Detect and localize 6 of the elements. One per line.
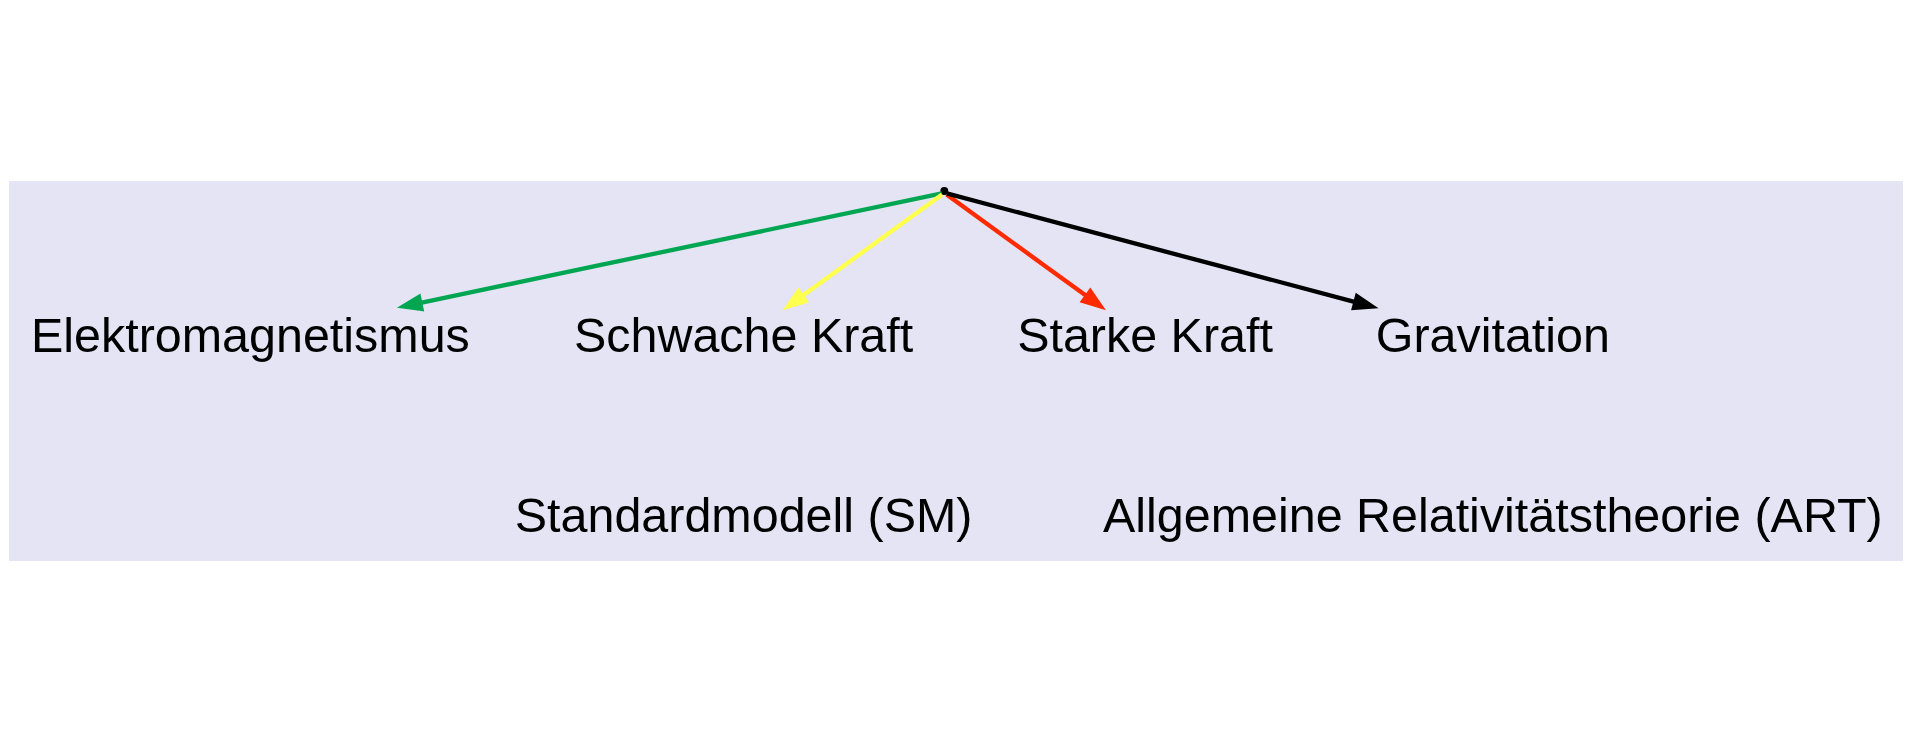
node-text: Elektromagnetismus xyxy=(31,308,470,363)
node-text: Schwache Kraft xyxy=(573,308,914,363)
node-text: Gravitation xyxy=(1375,308,1610,363)
label: Standardmodell (SM) xyxy=(514,488,973,543)
label: Allgemeine Relativitätstheorie (ART) xyxy=(1102,488,1883,543)
node-text: Starke Kraft xyxy=(1017,308,1273,363)
